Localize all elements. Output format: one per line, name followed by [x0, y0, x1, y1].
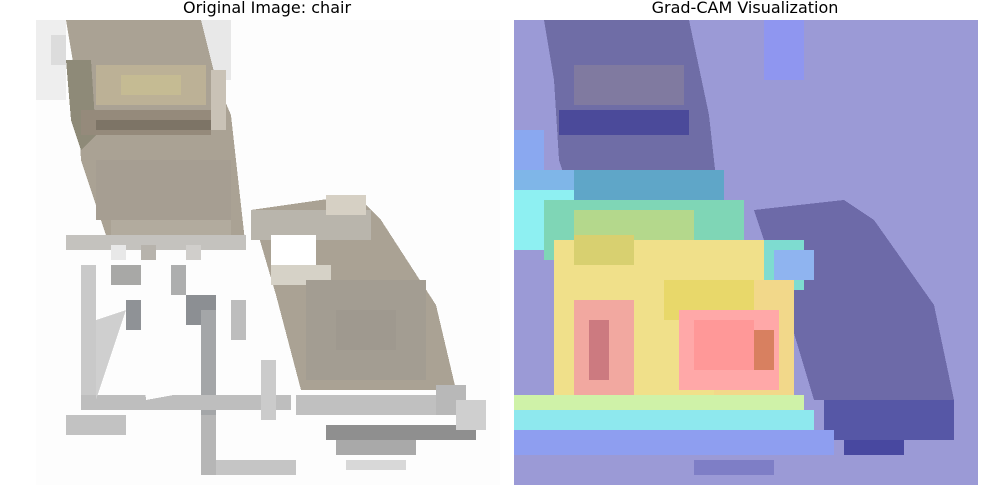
gradcam-image: [514, 20, 978, 485]
original-image-panel: Original Image: chair: [34, 0, 500, 500]
original-image-title: Original Image: chair: [182, 0, 352, 17]
original-image: [36, 20, 500, 485]
gradcam-heatmap: [514, 20, 978, 485]
chair-photo: [36, 20, 500, 485]
gradcam-panel: Grad-CAM Visualization: [512, 0, 978, 500]
gradcam-title: Grad-CAM Visualization: [651, 0, 839, 17]
